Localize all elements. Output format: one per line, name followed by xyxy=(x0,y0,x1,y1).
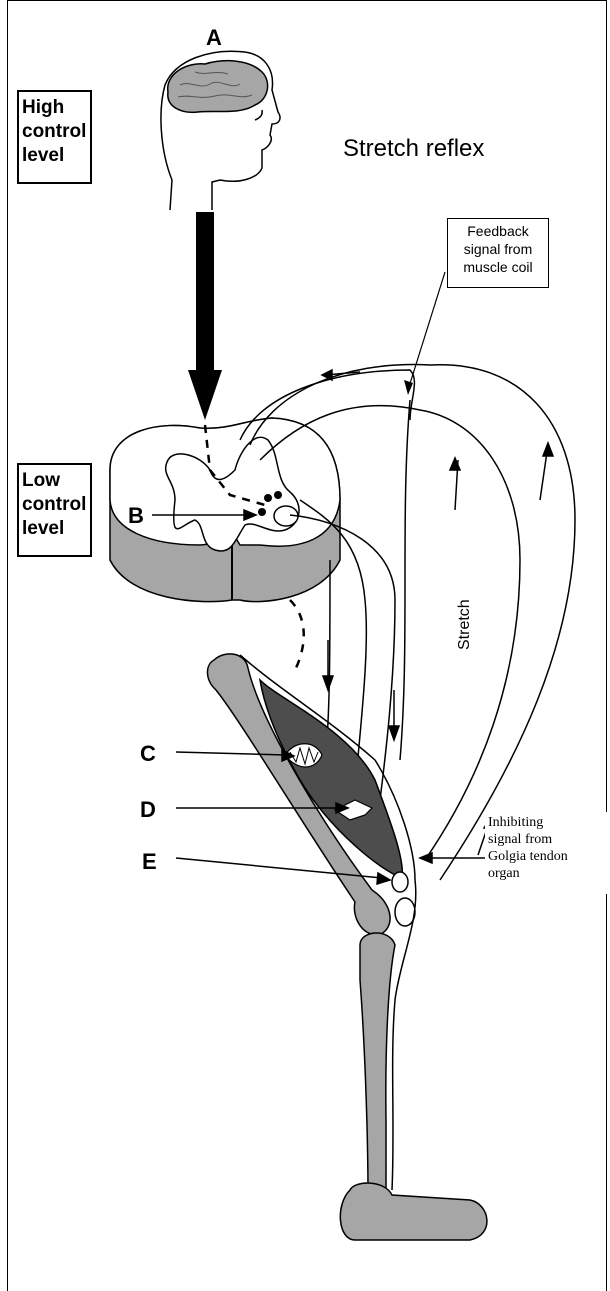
brain-shape xyxy=(168,61,268,113)
label-b: B xyxy=(128,503,144,529)
inhib-line-2: signal from xyxy=(488,831,606,848)
inhib-line-3: Golgia tendon xyxy=(488,848,606,865)
high-line-3: level xyxy=(22,144,87,168)
descending-pathway-arrowhead xyxy=(188,370,222,420)
low-line-2: control xyxy=(22,493,87,517)
feedback-line-2: signal from xyxy=(452,240,544,258)
foot xyxy=(340,1183,487,1240)
low-line-3: level xyxy=(22,517,87,541)
feedback-line-1: Feedback xyxy=(452,222,544,240)
low-control-level-box: Low control level xyxy=(17,463,92,557)
inhibiting-signal-label: Inhibiting signal from Golgia tendon org… xyxy=(485,812,609,894)
dashed-motor-fiber xyxy=(290,600,304,670)
descending-pathway-arrow-shaft xyxy=(196,212,214,372)
label-e: E xyxy=(142,849,157,875)
label-d: D xyxy=(140,797,156,823)
label-c: C xyxy=(140,741,156,767)
interneuron-dot-3 xyxy=(258,508,266,516)
feedback-pointer xyxy=(408,272,445,390)
stretch-path-label: Stretch xyxy=(456,599,474,650)
feedback-pointer-head xyxy=(404,380,413,395)
label-a: A xyxy=(206,25,222,51)
feedback-signal-box: Feedback signal from muscle coil xyxy=(447,218,549,288)
tibia-bone xyxy=(360,933,395,1203)
inhib-line-1: Inhibiting xyxy=(488,814,606,831)
diagram-title: Stretch reflex xyxy=(343,135,484,163)
high-control-level-box: High control level xyxy=(17,90,92,184)
kneecap xyxy=(395,898,415,926)
feedback-line-3: muscle coil xyxy=(452,258,544,276)
interneuron-dot-1 xyxy=(264,494,272,502)
low-line-1: Low xyxy=(22,469,87,493)
interneuron-dot-2 xyxy=(274,491,282,499)
inhib-line-4: organ xyxy=(488,865,606,882)
golgi-tendon-organ-e xyxy=(392,872,408,892)
high-line-1: High xyxy=(22,96,87,120)
high-line-2: control xyxy=(22,120,87,144)
